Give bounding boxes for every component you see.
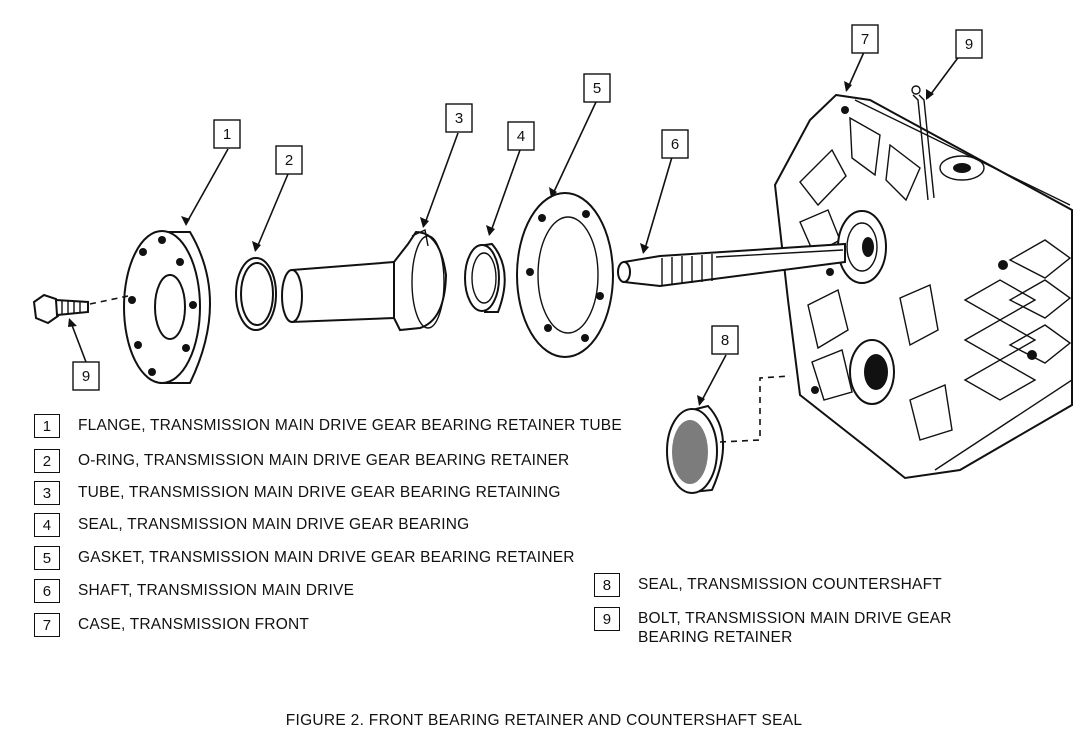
gasket	[516, 192, 614, 358]
legend-item: 2 O-RING, TRANSMISSION MAIN DRIVE GEAR B…	[34, 449, 569, 473]
callout-3-label: 3	[455, 110, 463, 127]
bearing-seal	[464, 242, 506, 313]
callout-5-label: 5	[593, 80, 601, 97]
case-bolt-right	[911, 85, 935, 201]
callout-4: 4	[507, 121, 535, 151]
legend-number: 8	[594, 573, 620, 597]
callout-9-case: 9	[955, 29, 983, 59]
legend-label: TUBE, TRANSMISSION MAIN DRIVE GEAR BEARI…	[78, 484, 561, 501]
legend-item: 3 TUBE, TRANSMISSION MAIN DRIVE GEAR BEA…	[34, 481, 561, 505]
callout-2-label: 2	[285, 152, 293, 169]
legend-number: 6	[34, 579, 60, 603]
legend-label: O-RING, TRANSMISSION MAIN DRIVE GEAR BEA…	[78, 452, 570, 469]
legend-item: 8 SEAL, TRANSMISSION COUNTERSHAFT	[594, 573, 942, 597]
callout-9-bolt: 9	[72, 361, 100, 391]
main-drive-shaft	[617, 242, 846, 288]
callout-3: 3	[445, 103, 473, 133]
legend-label: BOLT, TRANSMISSION MAIN DRIVE GEAR BEARI…	[638, 610, 952, 646]
legend-number: 1	[34, 414, 60, 438]
legend-item: 9 BOLT, TRANSMISSION MAIN DRIVE GEAR BEA…	[594, 607, 988, 647]
transmission-case	[773, 93, 1073, 480]
legend-item: 5 GASKET, TRANSMISSION MAIN DRIVE GEAR B…	[34, 546, 575, 570]
legend-number: 2	[34, 449, 60, 473]
legend-label: FLANGE, TRANSMISSION MAIN DRIVE GEAR BEA…	[78, 417, 622, 434]
legend-number: 4	[34, 513, 60, 537]
figure-caption: FIGURE 2. FRONT BEARING RETAINER AND COU…	[285, 712, 803, 729]
legend-item: 7 CASE, TRANSMISSION FRONT	[34, 613, 309, 637]
callout-1-label: 1	[223, 126, 231, 143]
callout-9-bolt-label: 9	[82, 368, 90, 385]
legend-label: GASKET, TRANSMISSION MAIN DRIVE GEAR BEA…	[78, 549, 575, 566]
legend-label: CASE, TRANSMISSION FRONT	[78, 616, 310, 633]
callout-6-label: 6	[671, 136, 679, 153]
legend-label: SEAL, TRANSMISSION MAIN DRIVE GEAR BEARI…	[78, 516, 470, 533]
flange	[123, 230, 211, 384]
callout-4-label: 4	[517, 128, 525, 145]
o-ring	[235, 257, 277, 331]
callout-6: 6	[661, 129, 689, 159]
callout-5: 5	[583, 73, 611, 103]
flange-bolt	[32, 293, 129, 325]
legend-label: SHAFT, TRANSMISSION MAIN DRIVE	[78, 582, 355, 599]
legend-item: 6 SHAFT, TRANSMISSION MAIN DRIVE	[34, 579, 354, 603]
legend-number: 3	[34, 481, 60, 505]
legend-item: 1 FLANGE, TRANSMISSION MAIN DRIVE GEAR B…	[34, 414, 622, 438]
legend-number: 9	[594, 607, 620, 631]
callout-9-case-label: 9	[965, 36, 973, 53]
callout-7-label: 7	[861, 31, 869, 48]
leader-lines	[68, 51, 961, 406]
legend-item: 4 SEAL, TRANSMISSION MAIN DRIVE GEAR BEA…	[34, 513, 469, 537]
legend-number: 7	[34, 613, 60, 637]
countershaft-seal	[666, 375, 791, 494]
callout-8: 8	[711, 325, 739, 355]
retainer-tube	[281, 228, 448, 332]
legend-number: 5	[34, 546, 60, 570]
legend-label: SEAL, TRANSMISSION COUNTERSHAFT	[638, 576, 942, 593]
callout-8-label: 8	[721, 332, 729, 349]
callout-1: 1	[213, 119, 241, 149]
callout-7: 7	[851, 24, 879, 54]
callout-2: 2	[275, 145, 303, 175]
